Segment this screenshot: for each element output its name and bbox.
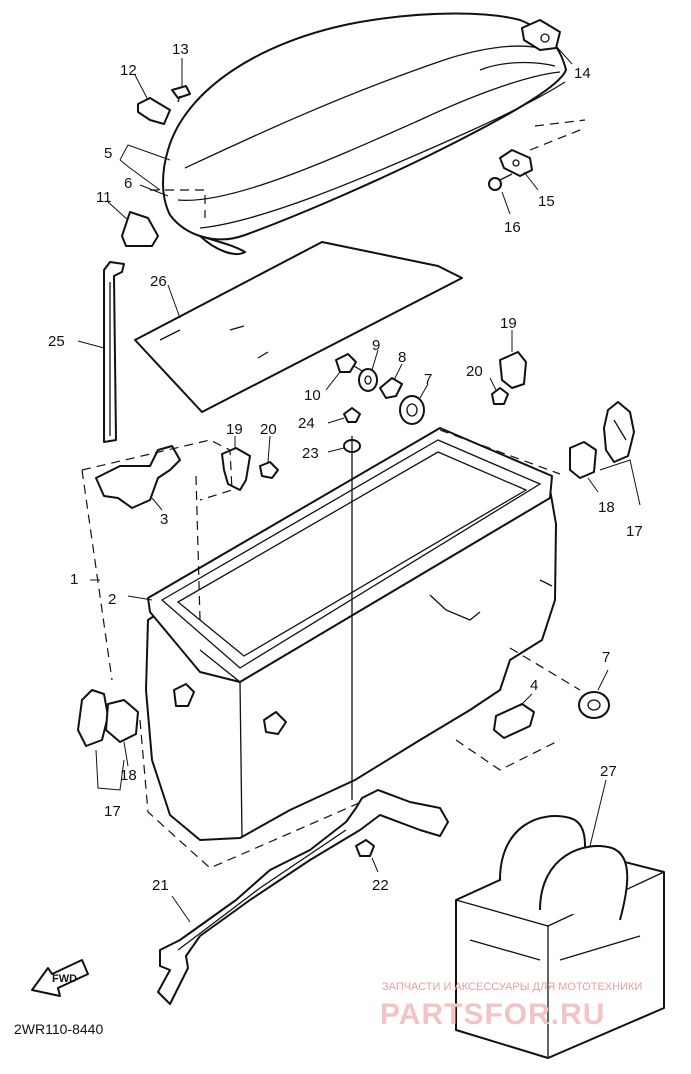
callout-14: 14 — [574, 65, 591, 82]
callout-18b: 18 — [598, 499, 615, 516]
callout-7a: 7 — [424, 371, 432, 388]
part-11-lid-latch — [107, 201, 159, 247]
callout-5: 5 — [104, 145, 112, 162]
assembly-1-outline — [81, 429, 581, 869]
callout-16: 16 — [504, 219, 521, 236]
part-22-clip — [355, 839, 379, 873]
part-17-latch-left — [77, 689, 125, 791]
part-2-bag-body — [127, 427, 557, 841]
watermark-logo: PARTSFOR.RU — [380, 998, 605, 1031]
callout-21: 21 — [152, 877, 169, 894]
part-18-plate-left — [105, 699, 139, 767]
callout-2: 2 — [108, 591, 116, 608]
part-18-plate-right — [569, 441, 599, 493]
callout-3: 3 — [160, 511, 168, 528]
part-3-lock-bracket — [95, 445, 181, 511]
part-12-lid-pad — [134, 74, 171, 125]
callout-17a: 17 — [104, 803, 121, 820]
callout-24: 24 — [298, 415, 315, 432]
callout-25: 25 — [48, 333, 65, 350]
diagram-code: 2WR110-8440 — [14, 1021, 103, 1037]
part-7-grommet-lower — [578, 669, 610, 719]
callout-19a: 19 — [226, 421, 243, 438]
part-15-plate — [499, 119, 586, 191]
callout-labels: 12 13 14 5 6 11 15 16 26 25 19 9 8 20 10… — [48, 41, 643, 894]
part-21-mounting-rail — [157, 789, 449, 1005]
callout-13: 13 — [172, 41, 189, 58]
part-23-washer — [327, 439, 361, 453]
callout-23: 23 — [302, 445, 319, 462]
callout-19b: 19 — [500, 315, 517, 332]
part-19-bracket-right — [499, 330, 527, 389]
lid-callout-brackets — [119, 144, 206, 218]
callout-6: 6 — [124, 175, 132, 192]
part-25-strap — [77, 261, 125, 443]
callout-26: 26 — [150, 273, 167, 290]
saddlebag-lid — [162, 12, 567, 255]
part-13-screw — [171, 58, 191, 103]
callout-18a: 18 — [120, 767, 137, 784]
callout-12: 12 — [120, 62, 137, 79]
fwd-arrow-icon: FWD — [31, 959, 89, 997]
callout-20b: 20 — [466, 363, 483, 380]
callout-27: 27 — [600, 763, 617, 780]
part-17-latch-right — [599, 401, 641, 506]
part-27-inner-bag — [455, 779, 665, 1059]
part-14-hinge — [521, 19, 573, 65]
callout-7b: 7 — [602, 649, 610, 666]
callout-15: 15 — [538, 193, 555, 210]
part-20-nut-left — [259, 435, 279, 479]
part-9-washer — [358, 349, 379, 392]
callout-11: 11 — [96, 189, 112, 206]
part-26-liner-mat — [134, 241, 463, 413]
callout-10: 10 — [304, 387, 321, 404]
part-19-bracket-left — [221, 436, 251, 491]
part-10-bolt — [325, 353, 365, 391]
callout-4: 4 — [530, 677, 538, 694]
watermark: ЗАПЧАСТИ И АКСЕССУАРЫ ДЛЯ МОТОТЕХНИКИ PA… — [380, 981, 642, 1031]
callout-22: 22 — [372, 877, 389, 894]
callout-20a: 20 — [260, 421, 277, 438]
fwd-label: FWD — [52, 973, 77, 985]
part-20-nut-right — [489, 377, 509, 405]
callout-1a: 1 — [70, 571, 78, 588]
part-4-pad — [493, 693, 535, 739]
watermark-line1: ЗАПЧАСТИ И АКСЕССУАРЫ ДЛЯ МОТОТЕХНИКИ — [382, 981, 642, 993]
part-24-bolt — [327, 407, 361, 424]
part-16-screw — [488, 173, 513, 215]
callout-17b: 17 — [626, 523, 643, 540]
callout-9: 9 — [372, 337, 380, 354]
callout-8: 8 — [398, 349, 406, 366]
part-8-spacer — [379, 363, 403, 399]
part-7-grommet-top — [399, 383, 429, 425]
